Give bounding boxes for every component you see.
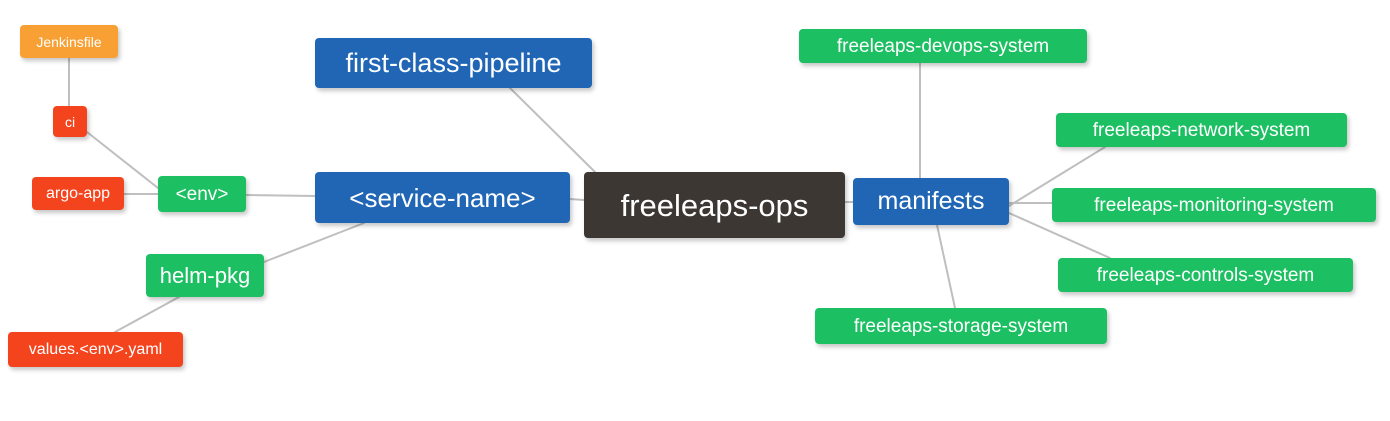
mindmap-node-label-freeleaps-controls-system: freeleaps-controls-system — [1096, 264, 1315, 286]
edge-freeleaps-ops-to-service-name — [569, 198, 585, 201]
mindmap-node-label-helm-pkg: helm-pkg — [159, 262, 251, 288]
edge-freeleaps-ops-to-first-class-pipeline — [509, 87, 596, 173]
mindmap-node-freeleaps-ops[interactable]: freeleaps-ops — [584, 172, 845, 238]
mindmap-node-label-manifests: manifests — [877, 187, 985, 215]
mindmap-node-freeleaps-storage-system[interactable]: freeleaps-storage-system — [815, 308, 1107, 344]
edge-helm-pkg-to-values-env-yaml — [114, 296, 180, 333]
mindmap-node-freeleaps-controls-system[interactable]: freeleaps-controls-system — [1058, 258, 1353, 292]
mindmap-node-label-freeleaps-storage-system: freeleaps-storage-system — [853, 315, 1069, 337]
mindmap-node-helm-pkg[interactable]: helm-pkg — [146, 254, 264, 297]
mindmap-node-freeleaps-network-system[interactable]: freeleaps-network-system — [1056, 113, 1347, 147]
mindmap-node-label-freeleaps-network-system: freeleaps-network-system — [1092, 119, 1311, 141]
mindmap-node-ci[interactable]: ci — [53, 106, 87, 137]
edge-service-name-to-env — [245, 194, 316, 197]
mindmap-node-label-env: <env> — [175, 183, 229, 205]
mindmap-node-values-env-yaml[interactable]: values.<env>.yaml — [8, 332, 183, 367]
mindmap-node-jenkinsfile[interactable]: Jenkinsfile — [20, 25, 118, 58]
mindmap-node-label-values-env-yaml: values.<env>.yaml — [28, 340, 163, 358]
mindmap-node-label-ci: ci — [64, 113, 76, 130]
edge-manifests-to-freeleaps-storage-system — [936, 224, 956, 309]
mindmap-node-label-freeleaps-devops-system: freeleaps-devops-system — [836, 35, 1050, 57]
mindmap-node-freeleaps-devops-system[interactable]: freeleaps-devops-system — [799, 29, 1087, 63]
mindmap-node-label-first-class-pipeline: first-class-pipeline — [345, 47, 562, 78]
mindmap-node-label-service-name: <service-name> — [349, 182, 536, 213]
edge-service-name-to-helm-pkg — [263, 222, 365, 263]
mindmap-node-manifests[interactable]: manifests — [853, 178, 1009, 225]
mindmap-node-label-argo-app: argo-app — [45, 184, 111, 202]
mindmap-node-argo-app[interactable]: argo-app — [32, 177, 124, 210]
mindmap-node-label-jenkinsfile: Jenkinsfile — [36, 33, 102, 50]
mindmap-node-freeleaps-monitoring-system[interactable]: freeleaps-monitoring-system — [1052, 188, 1376, 222]
mindmap-node-first-class-pipeline[interactable]: first-class-pipeline — [315, 38, 592, 88]
mindmap-node-env[interactable]: <env> — [158, 176, 246, 212]
mindmap-node-label-freeleaps-monitoring-system: freeleaps-monitoring-system — [1094, 194, 1334, 216]
mindmap-node-label-freeleaps-ops: freeleaps-ops — [620, 187, 809, 223]
mindmap-node-service-name[interactable]: <service-name> — [315, 172, 570, 223]
